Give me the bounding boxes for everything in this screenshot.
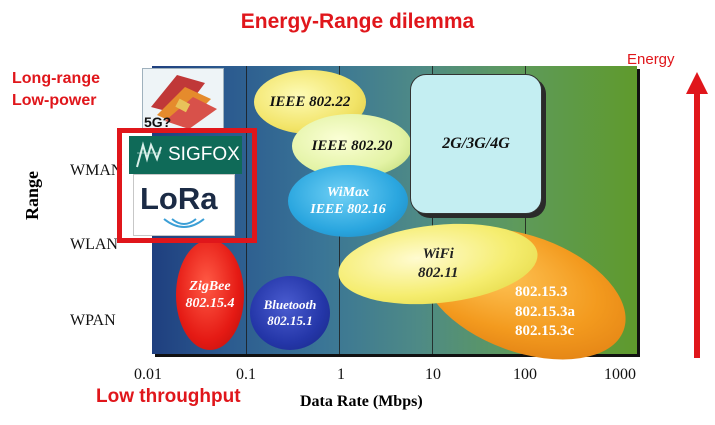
xtick-0-01: 0.01: [134, 366, 162, 383]
blob-ieee-802-20: IEEE 802.20: [292, 114, 412, 178]
xtick-1: 1: [337, 366, 345, 383]
sigfox-logo: SIGFOX: [129, 136, 242, 174]
ylabel-wman: WMAN: [70, 162, 123, 179]
low-throughput-label: Low throughput: [96, 386, 241, 407]
gridline-0-1: [246, 66, 247, 354]
five-g-label: 5G?: [144, 114, 172, 130]
xtick-100: 100: [513, 366, 537, 383]
xtick-0-1: 0.1: [236, 366, 256, 383]
blob-wimax: WiMax IEEE 802.16: [288, 165, 408, 237]
box-cellular: 2G/3G/4G: [410, 74, 542, 214]
sim-cards-icon: [151, 75, 217, 129]
sigfox-text: SIGFOX: [168, 144, 240, 165]
ylabel-wpan: WPAN: [70, 312, 116, 329]
energy-label: Energy: [627, 51, 675, 68]
highlight-box: [117, 128, 257, 243]
label-wimax: WiMax: [326, 184, 370, 200]
xtick-10: 10: [425, 366, 441, 383]
sigfox-mark-icon: [136, 141, 162, 168]
xtick-1000: 1000: [604, 366, 636, 383]
long-range-low-power-label: Long-range Low-power: [12, 68, 100, 112]
long-range-line: Long-range: [12, 70, 100, 87]
label-ieee-802-20: IEEE 802.20: [311, 137, 393, 154]
low-power-line: Low-power: [12, 92, 97, 109]
label-802-11: 802.11: [417, 265, 459, 281]
label-ieee-802-22: IEEE 802.22: [269, 93, 351, 110]
diagram-title: Energy-Range dilemma: [240, 10, 475, 33]
y-axis-title: Range: [22, 171, 42, 220]
lora-waves-icon: [163, 218, 205, 228]
ylabel-wlan: WLAN: [70, 236, 118, 253]
label-802-15-1: 802.15.1: [267, 313, 313, 328]
label-wifi: WiFi: [422, 246, 454, 263]
label-ieee-802-16: IEEE 802.16: [310, 202, 386, 217]
x-axis-title: Data Rate (Mbps): [300, 393, 423, 410]
blob-bluetooth: Bluetooth 802.15.1: [250, 276, 330, 350]
label-802-15-3: 802.15.3: [515, 284, 568, 300]
label-802-15-4: 802.15.4: [185, 296, 235, 311]
label-zigbee: ZigBee: [189, 278, 231, 294]
lora-logo: LoRa: [133, 174, 235, 236]
energy-arrow-icon: [686, 72, 708, 358]
label-802-15-3a: 802.15.3a: [515, 303, 575, 320]
blob-zigbee: ZigBee 802.15.4: [176, 240, 244, 350]
lora-text: LoRa: [140, 181, 218, 216]
wpan-high-rate-labels: 802.15.3 802.15.3a 802.15.3c: [515, 283, 605, 342]
label-cellular: 2G/3G/4G: [442, 135, 510, 152]
label-bluetooth: Bluetooth: [263, 296, 317, 312]
label-802-15-3c: 802.15.3c: [515, 323, 575, 339]
